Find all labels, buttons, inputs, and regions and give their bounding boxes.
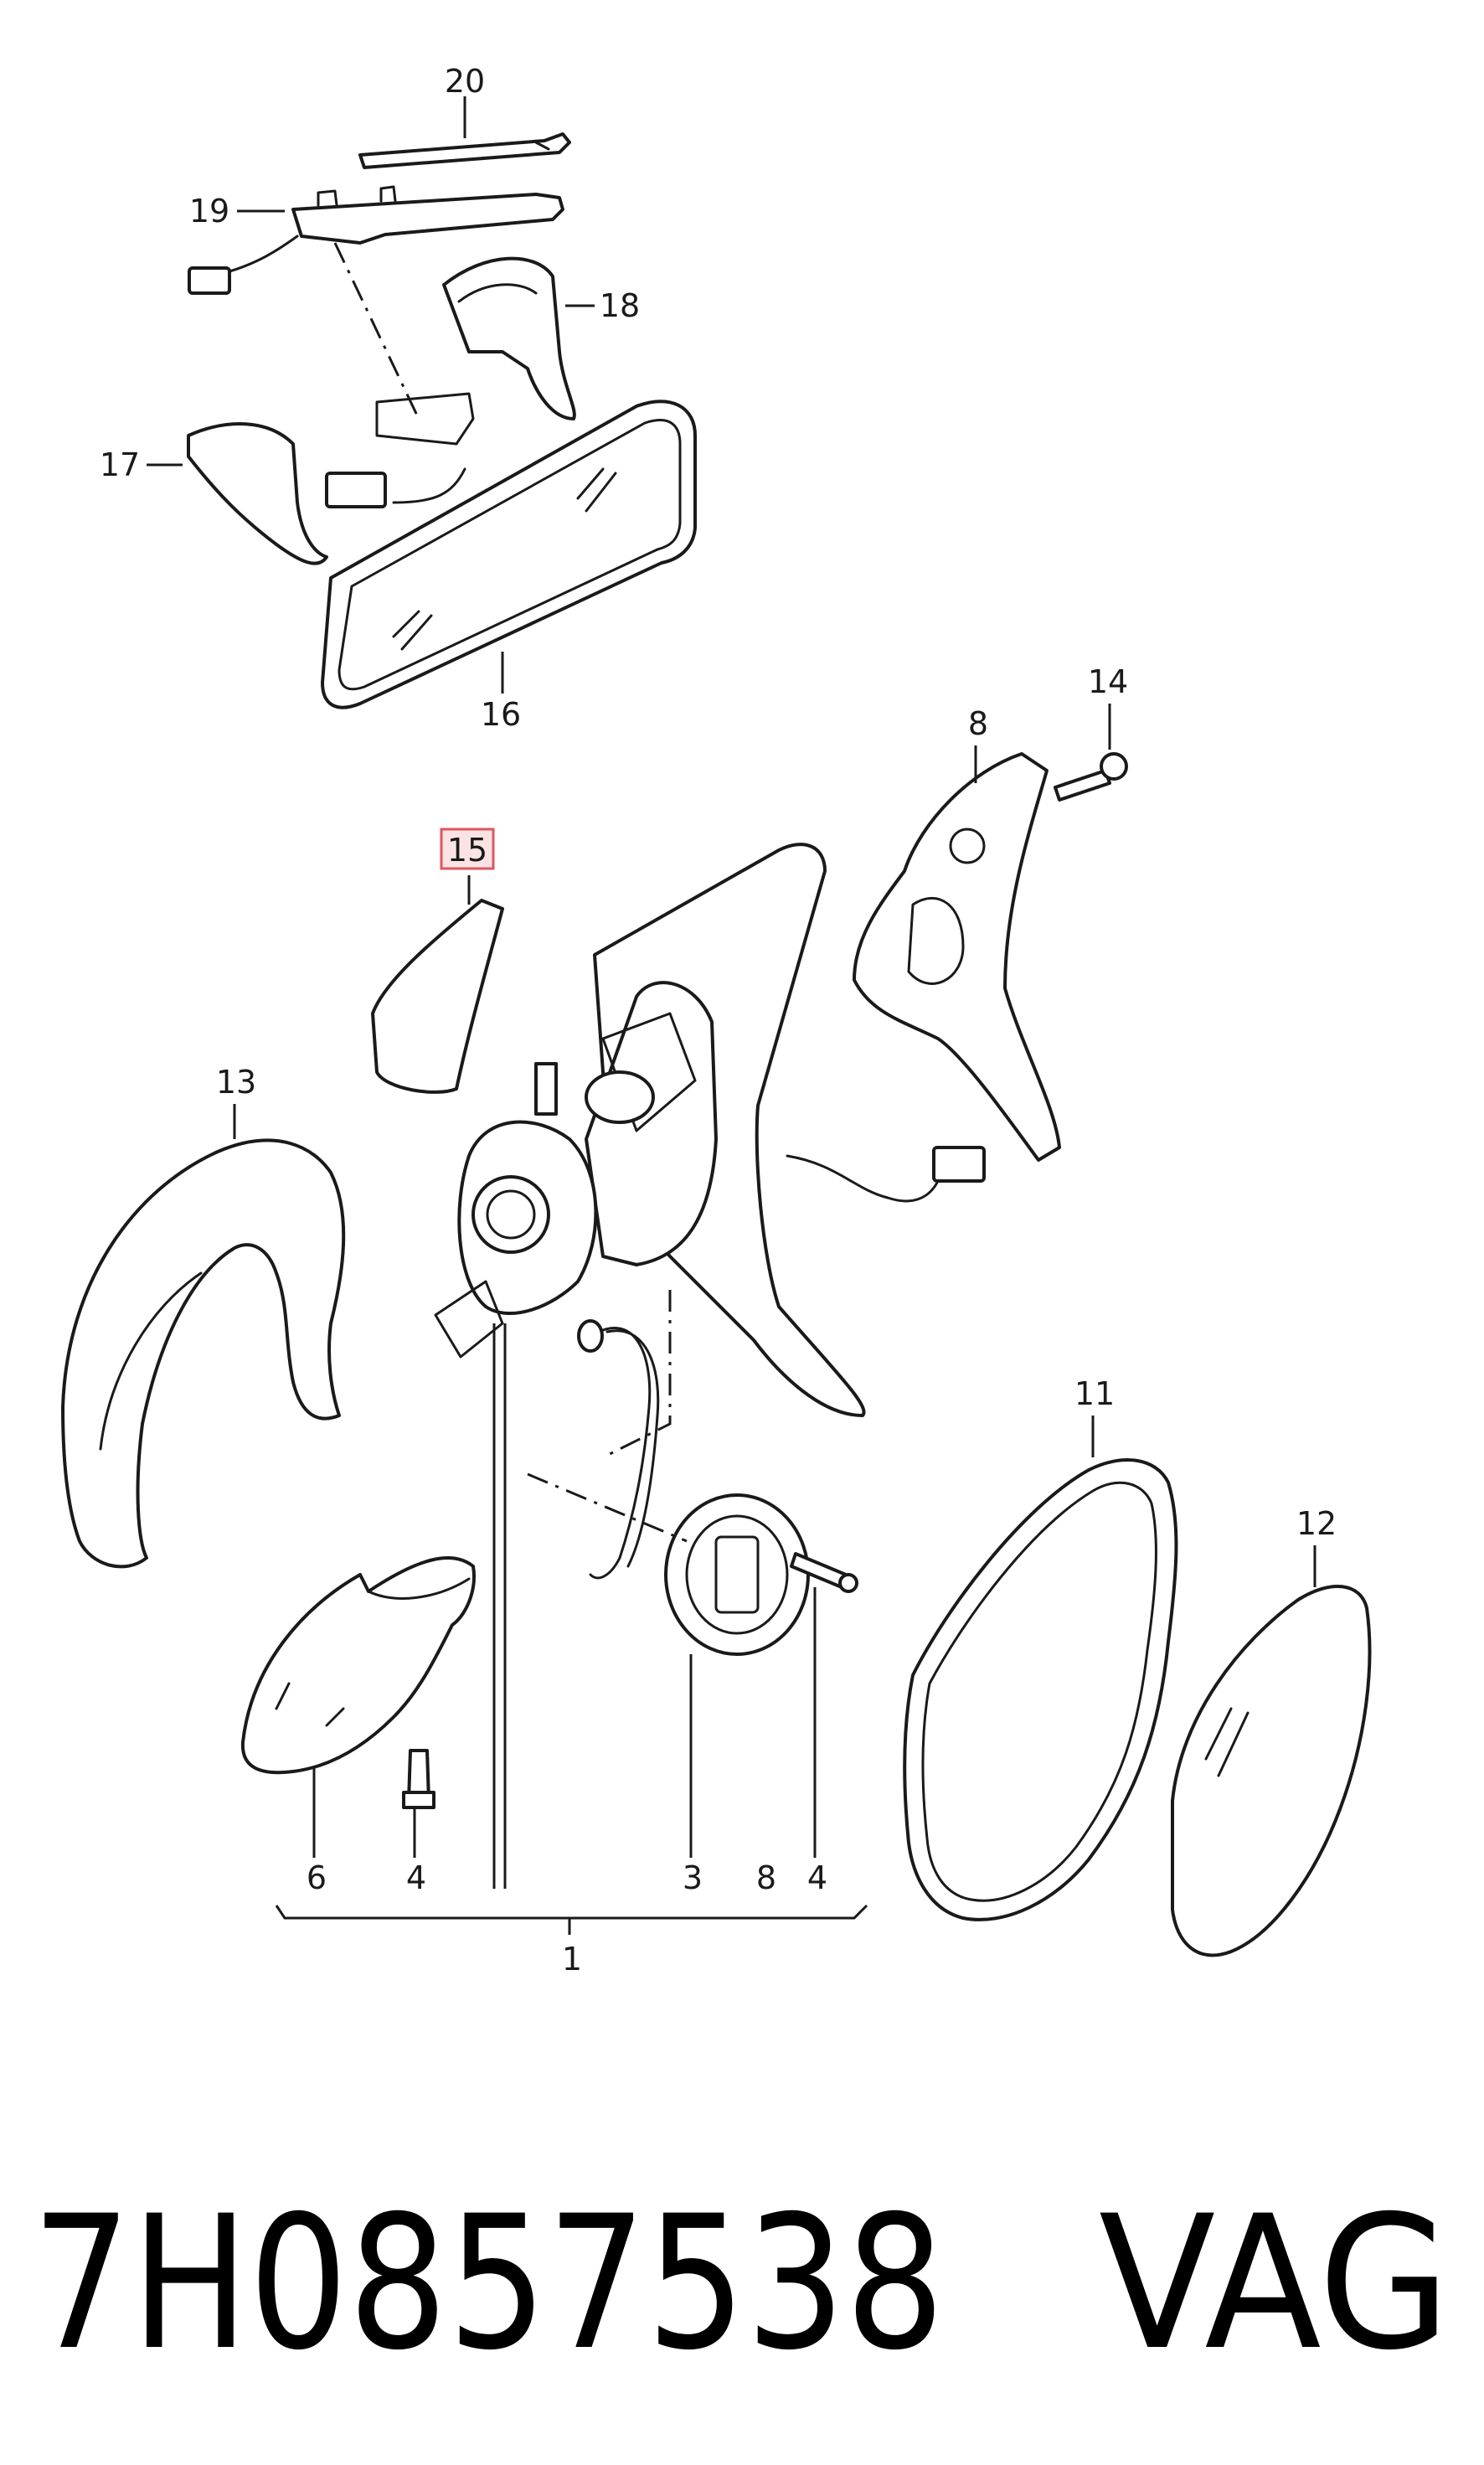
glass-frame-part-11 — [903, 1458, 1178, 1921]
centerline-vertical — [602, 1290, 672, 1459]
wire-connector-exterior — [786, 1146, 986, 1203]
cover-part-15 — [371, 899, 504, 1094]
callout-6: 6 — [307, 1859, 327, 1896]
wire-harness-part-3 — [577, 1319, 660, 1580]
group-bracket-part-1 — [275, 1904, 868, 1920]
cover-part-17 — [187, 422, 328, 565]
callout-18: 18 — [600, 287, 640, 324]
callout-19: 19 — [189, 193, 229, 229]
callout-1: 1 — [562, 1941, 582, 1978]
cover-part-18 — [442, 256, 576, 420]
brand-name: VAG — [1099, 2176, 1451, 2390]
callout-12: 12 — [1296, 1505, 1337, 1542]
screw-part-14 — [1054, 752, 1128, 802]
wire-connector-interior — [325, 392, 475, 508]
trim-strip-part-20 — [358, 132, 571, 169]
centerline-motor — [527, 1472, 688, 1543]
callout-17: 17 — [100, 446, 140, 483]
callout-4-right: 4 — [807, 1859, 827, 1896]
adjustment-motor-glass-frame — [434, 1062, 655, 1359]
callout-20: 20 — [445, 63, 485, 100]
centerline-interior — [333, 242, 420, 420]
housing-base-part-1 — [585, 843, 866, 1417]
mirror-glass-part-12 — [1171, 1585, 1372, 1957]
motor-unit-part-3 — [664, 1493, 810, 1656]
gasket-plate-part-8 — [853, 752, 1061, 1162]
callout-8-top: 8 — [968, 705, 988, 742]
screw-part-4-left — [402, 1749, 435, 1809]
screw-part-4-right — [790, 1552, 858, 1593]
callout-13: 13 — [216, 1064, 256, 1101]
callout-3: 3 — [683, 1859, 703, 1896]
part-number: 7H0857538 — [32, 2176, 945, 2390]
sensor-housing-part-19 — [188, 185, 564, 295]
lower-cover-part-6 — [240, 1556, 476, 1775]
callout-15: 15 — [447, 832, 487, 869]
leader-lines — [147, 96, 1317, 1889]
callout-8-bottom: 8 — [756, 1859, 776, 1896]
callout-11: 11 — [1074, 1375, 1115, 1412]
interior-mirror-part-16 — [321, 400, 697, 709]
callout-4-left: 4 — [406, 1859, 426, 1896]
housing-cover-part-13 — [61, 1138, 346, 1569]
callout-16: 16 — [481, 696, 521, 733]
callout-14: 14 — [1088, 663, 1128, 700]
highlight-box-part-15 — [440, 828, 495, 870]
